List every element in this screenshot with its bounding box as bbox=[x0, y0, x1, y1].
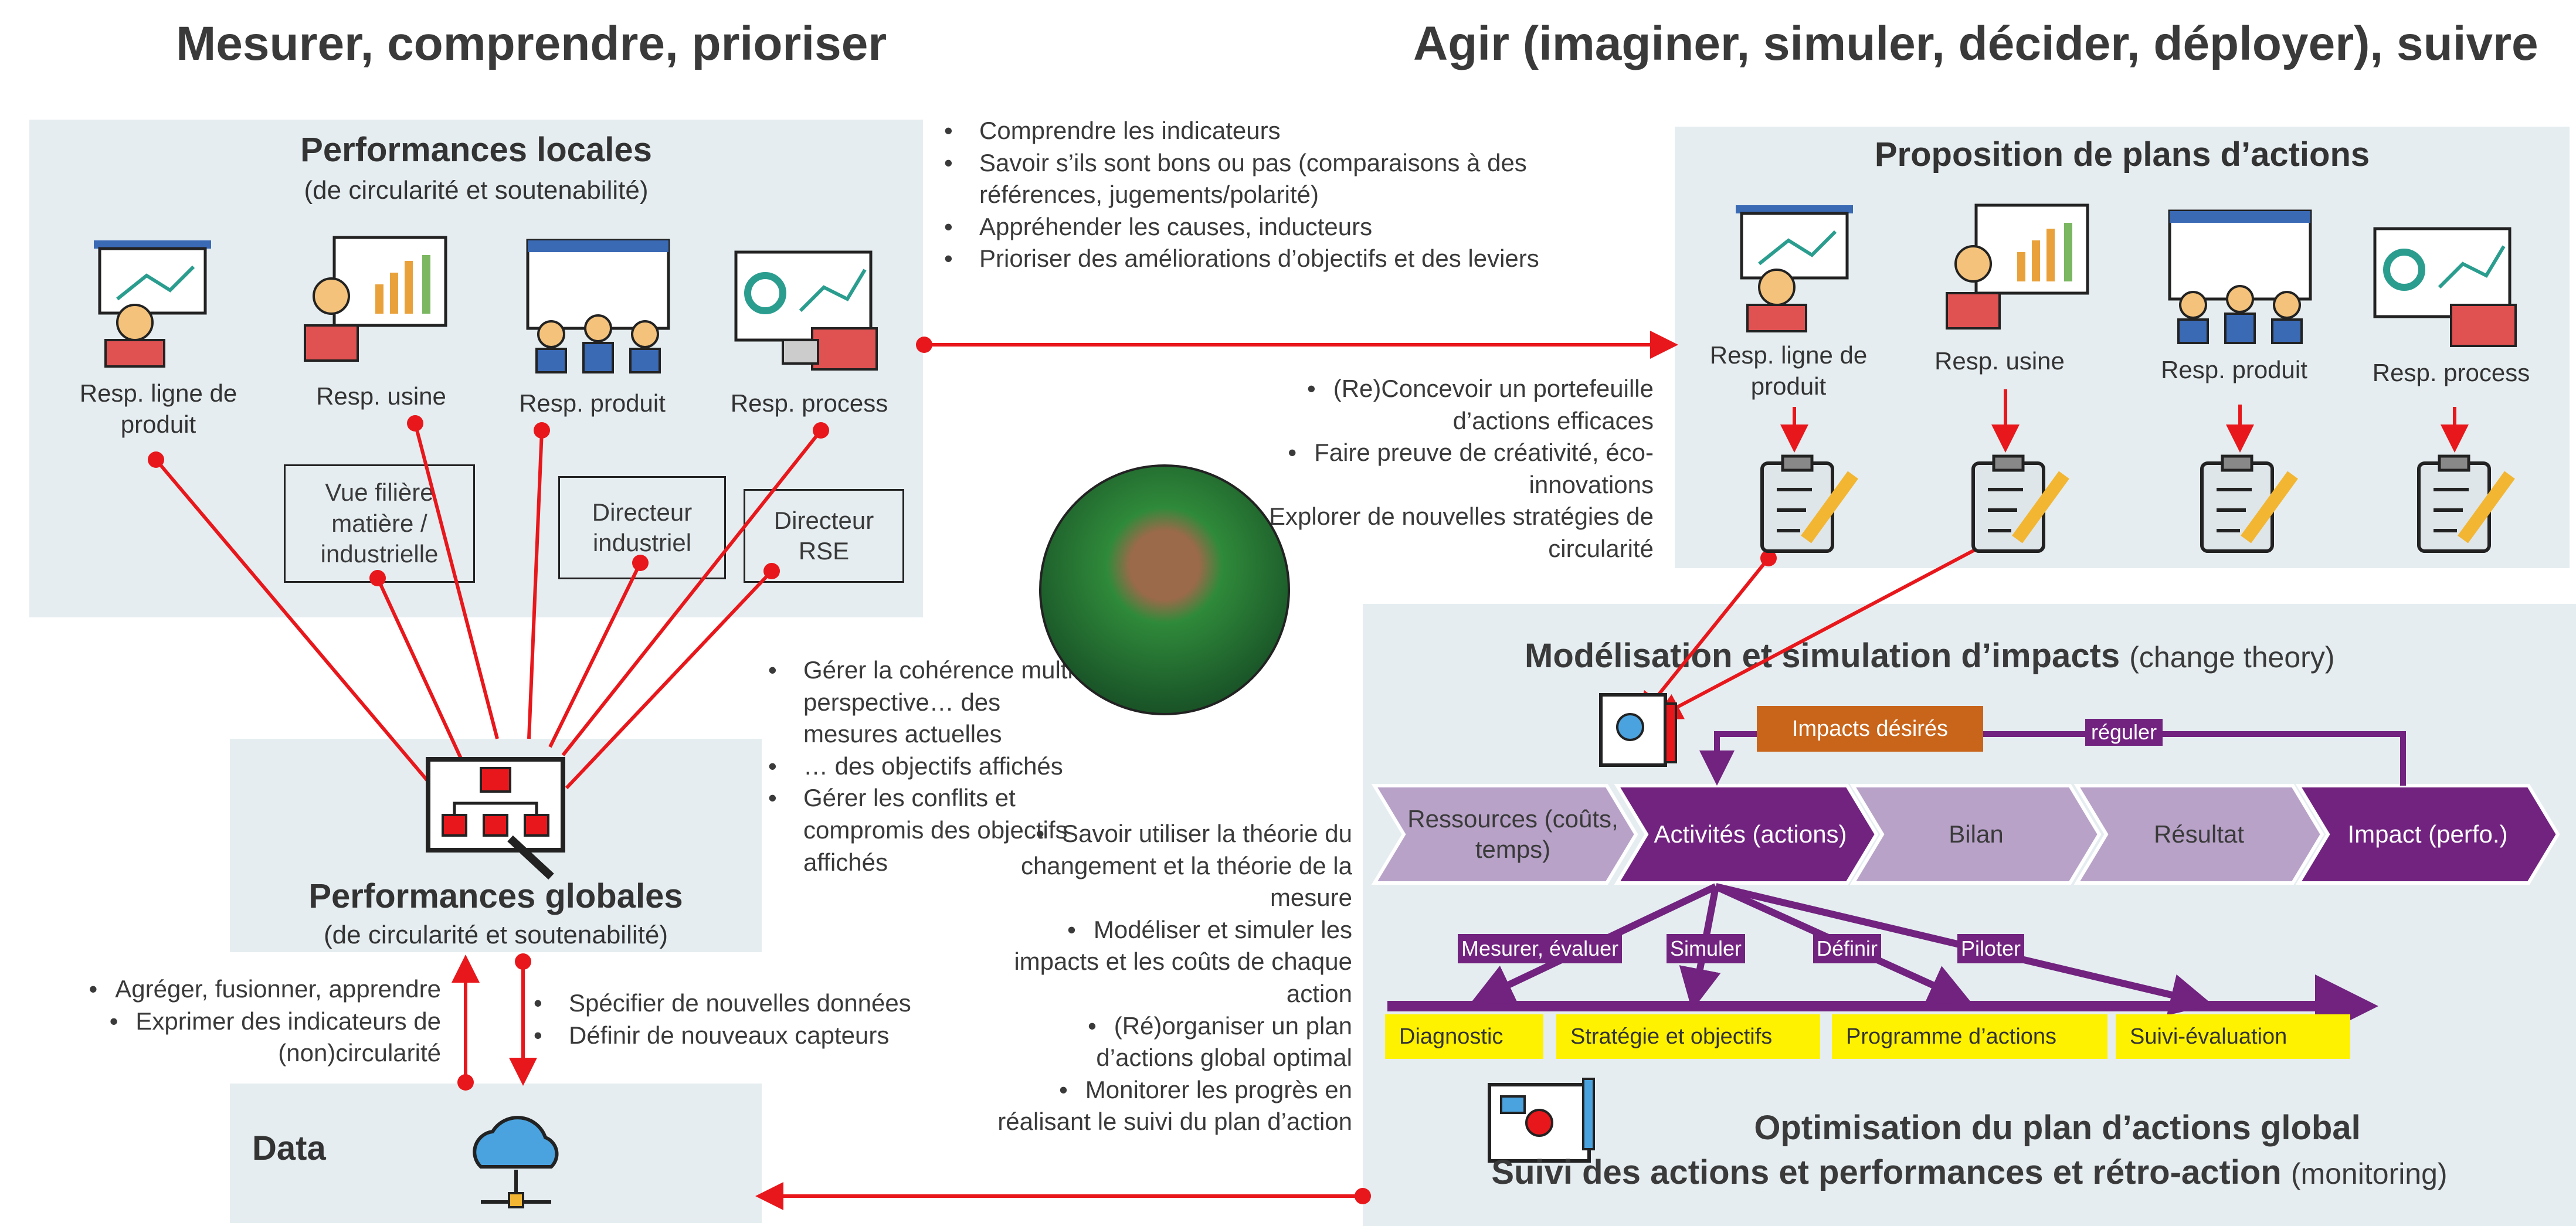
understand-bullets: Comprendre les indicateurs Savoir s’ils … bbox=[938, 115, 1613, 275]
local-subtitle: (de circularité et soutenabilité) bbox=[304, 176, 649, 205]
global-title: Performances globales bbox=[308, 877, 683, 915]
specify-bullets: Spécifier de nouvelles données Définir d… bbox=[528, 987, 1097, 1051]
clipboard-pencil-icon bbox=[1971, 454, 2069, 553]
plant-manager-icon bbox=[304, 236, 447, 362]
verb-define: Définir bbox=[1813, 934, 1882, 963]
bullet: Savoir s’ils sont bons ou pas (comparais… bbox=[944, 147, 1613, 211]
product-line-manager-icon bbox=[94, 240, 211, 368]
phase-programme: Programme d’actions bbox=[1832, 1014, 2107, 1059]
bullet: Exprimer des indicateurs de (non)circula… bbox=[23, 1006, 441, 1069]
person-photo bbox=[1039, 464, 1290, 715]
verb-steer: Piloter bbox=[1957, 934, 2025, 963]
phase-strategy: Stratégie et objectifs bbox=[1556, 1014, 1820, 1059]
feedback-arrow bbox=[1699, 731, 2406, 786]
phase-monitoring: Suivi-évaluation bbox=[2116, 1014, 2350, 1059]
blueprint-icon bbox=[1488, 1078, 1595, 1163]
bottom-title-1: Optimisation du plan d’actions global bbox=[1754, 1109, 2361, 1147]
role-label: Resp. produit bbox=[519, 389, 666, 417]
role-label: Resp. usine bbox=[1934, 347, 2065, 375]
verb-simulate: Simuler bbox=[1667, 934, 1746, 963]
bullet: (Re)Concevoir un portefeuille d’actions … bbox=[1208, 373, 1654, 437]
hierarchy-hub-icon bbox=[426, 757, 565, 879]
cloud-network-icon bbox=[473, 1116, 559, 1208]
bullet: Agréger, fusionner, apprendre bbox=[23, 973, 441, 1006]
bullet: Définir de nouveaux capteurs bbox=[534, 1020, 1097, 1052]
chevron-shapes bbox=[1371, 784, 2560, 885]
bullet: Monitorer les progrès en réalisant le su… bbox=[997, 1074, 1352, 1138]
role-label: Resp. usine bbox=[316, 382, 446, 410]
clipboard-pencil-icon bbox=[2417, 454, 2515, 553]
model-title-suffix: (change theory) bbox=[2129, 641, 2335, 674]
bullet: Explorer de nouvelles stratégies de circ… bbox=[1208, 501, 1654, 565]
model-title: Modélisation et simulation d’impacts bbox=[1525, 637, 2120, 675]
design-bullets: (Re)Concevoir un portefeuille d’actions … bbox=[1208, 373, 1654, 565]
bullet: Appréhender les causes, inducteurs bbox=[944, 211, 1613, 243]
verb-measure: Mesurer, évaluer bbox=[1458, 934, 1623, 963]
theory-bullets: Savoir utiliser la théorie du changement… bbox=[997, 818, 1352, 1138]
bottom-title-row: Suivi des actions et performances et rét… bbox=[1363, 1153, 2576, 1192]
box-supply-chain: Vue filière matière / industrielle bbox=[284, 464, 475, 583]
proposal-title: Proposition de plans d’actions bbox=[1874, 135, 2370, 174]
chevron-balance: Bilan bbox=[1949, 820, 2004, 848]
chevron-resources: Ressources (coûts, temps) bbox=[1407, 804, 1618, 864]
process-manager-icon bbox=[2373, 227, 2517, 347]
chevron-activities: Activités (actions) bbox=[1654, 820, 1847, 848]
bottom-title-suffix: (monitoring) bbox=[2290, 1157, 2448, 1190]
role-label: Resp. ligne de produit bbox=[79, 379, 237, 438]
chevron-result: Résultat bbox=[2153, 820, 2245, 848]
bullet: (Ré)organiser un plan d’actions global o… bbox=[997, 1010, 1352, 1074]
right-heading: Agir (imaginer, simuler, décider, déploy… bbox=[1413, 17, 2538, 70]
bullet: Comprendre les indicateurs bbox=[944, 115, 1613, 147]
plant-manager-icon bbox=[1946, 203, 2089, 330]
aggregate-bullets: Agréger, fusionner, apprendre Exprimer d… bbox=[23, 973, 441, 1069]
model-document-icon bbox=[1599, 693, 1677, 767]
role-label: Resp. ligne de produit bbox=[1709, 341, 1868, 400]
process-manager-icon bbox=[734, 250, 878, 371]
impacts-desired-label: Impacts désirés bbox=[1757, 706, 1983, 752]
product-manager-icon bbox=[2168, 209, 2312, 344]
bullet: Modéliser et simuler les impacts et les … bbox=[997, 914, 1352, 1010]
phase-diagnostic: Diagnostic bbox=[1385, 1014, 1543, 1059]
data-title: Data bbox=[252, 1129, 326, 1167]
bottom-title-2: Suivi des actions et performances et rét… bbox=[1491, 1153, 2282, 1191]
role-label: Resp. process bbox=[2372, 359, 2530, 386]
regulate-label: réguler bbox=[2085, 719, 2163, 746]
global-subtitle: (de circularité et soutenabilité) bbox=[324, 921, 668, 949]
clipboard-pencil-icon bbox=[2200, 454, 2298, 553]
left-heading: Mesurer, comprendre, prioriser bbox=[176, 17, 887, 70]
bullet: Savoir utiliser la théorie du changement… bbox=[997, 818, 1352, 914]
role-label: Resp. process bbox=[730, 389, 888, 417]
role-label: Resp. produit bbox=[2161, 356, 2307, 383]
bullet: Faire preuve de créativité, éco-innovati… bbox=[1208, 437, 1654, 501]
clipboard-pencil-icon bbox=[1760, 454, 1858, 553]
bullet: Prioriser des améliorations d’objectifs … bbox=[944, 243, 1613, 275]
local-title: Performances locales bbox=[300, 131, 652, 169]
coherence-bullets: Gérer la cohérence multi-perspective… de… bbox=[762, 654, 1085, 878]
chevron-impact: Impact (perfo.) bbox=[2347, 820, 2508, 848]
red-connectors bbox=[154, 331, 2469, 1210]
product-manager-icon bbox=[526, 239, 670, 373]
model-title-row: Modélisation et simulation d’impacts (ch… bbox=[1525, 636, 2334, 675]
bullet: … des objectifs affichés bbox=[768, 750, 1085, 783]
bullet: Spécifier de nouvelles données bbox=[534, 987, 1097, 1020]
product-line-manager-icon bbox=[1736, 205, 1853, 332]
bullet: Gérer la cohérence multi-perspective… de… bbox=[768, 654, 1085, 750]
